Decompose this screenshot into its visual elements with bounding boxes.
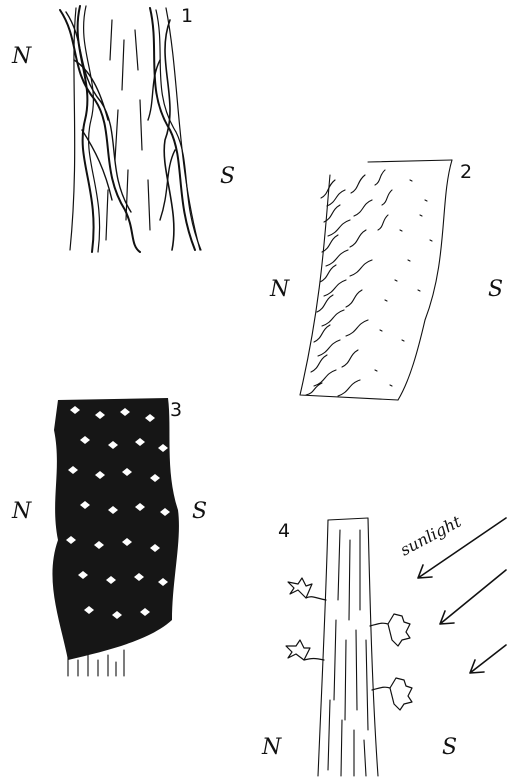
panel-4-number: 4: [278, 520, 290, 542]
panel-4-trunk-drawing: [318, 518, 378, 776]
panel-3-south-label: S: [192, 499, 207, 524]
panel-1-south-label: S: [220, 164, 235, 189]
panel-2-north-label: N: [269, 277, 290, 302]
panel-4-north-label: N: [261, 735, 282, 760]
panel-2-number: 2: [460, 161, 472, 183]
panel-3-ivy-trunk: 3 N S: [11, 398, 207, 676]
panel-2-trunk-drawing: [300, 160, 452, 400]
panel-1-trunk-drawing: [60, 6, 201, 252]
panel-2-south-label: S: [488, 277, 503, 302]
panel-1-vine-trunk: 1 N S: [11, 5, 235, 252]
panel-3-north-label: N: [11, 499, 32, 524]
panel-3-ivy-mass: [52, 398, 178, 660]
panel-4-sunlight-trunk: 4 sunlight N S: [261, 511, 506, 776]
panel-1-north-label: N: [11, 44, 32, 69]
panel-3-number: 3: [170, 399, 182, 421]
panel-1-number: 1: [181, 5, 193, 27]
panel-2-moss-trunk: 2 N S: [269, 160, 503, 400]
panel-4-south-label: S: [442, 735, 457, 760]
sunlight-arrow-3: [470, 645, 506, 673]
sunlight-arrow-2: [440, 570, 506, 624]
